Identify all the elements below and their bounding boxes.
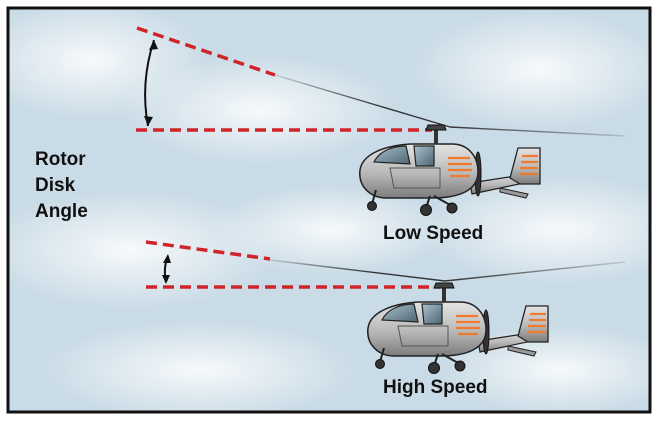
rotor-disk-angle-label: Rotor Disk Angle xyxy=(35,147,88,225)
low-speed-caption: Low Speed xyxy=(383,223,484,244)
rotor-label-line3: Angle xyxy=(35,201,88,222)
high-speed-tilted-dashed-line xyxy=(145,240,271,261)
rotor-label-line1: Rotor xyxy=(35,149,86,170)
low-speed-rotor-blades xyxy=(274,74,626,137)
diagram-border xyxy=(6,6,652,414)
high-speed-angle-arrow xyxy=(162,254,171,284)
low-speed-tilted-dashed-line xyxy=(136,26,276,77)
high-speed-rotor-blades xyxy=(269,259,626,282)
rotor-label-line2: Disk xyxy=(35,175,76,196)
high-speed-caption: High Speed xyxy=(383,377,488,398)
low-speed-angle-arrow xyxy=(144,39,158,127)
